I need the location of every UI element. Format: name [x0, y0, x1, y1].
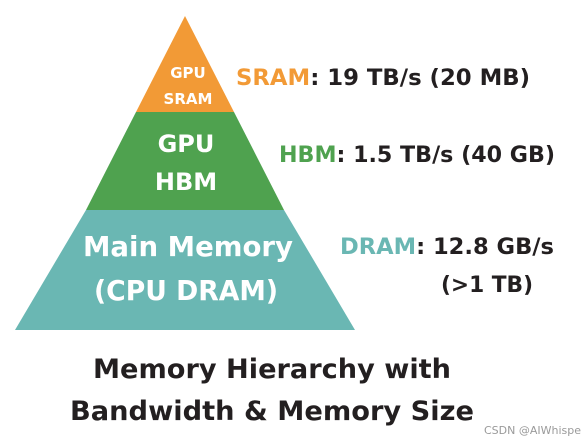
tier-dram-shape — [15, 210, 355, 330]
spec-hbm-values: : 1.5 TB/s (40 GB) — [337, 143, 555, 168]
watermark: CSDN @AIWhispers — [484, 424, 581, 437]
tier-dram-label-line1: Main Memory — [83, 230, 293, 263]
tier-sram-label-line2: SRAM — [164, 90, 213, 108]
tier-hbm-shape — [86, 112, 284, 210]
tier-sram-label-line1: GPU — [170, 64, 206, 82]
specs: SRAM: 19 TB/s (20 MB) HBM: 1.5 TB/s (40 … — [236, 66, 555, 298]
spec-sram-name: SRAM — [236, 66, 310, 91]
pyramid: GPU SRAM GPU HBM Main Memory (CPU DRAM) — [15, 16, 355, 330]
tier-dram-label-line2: (CPU DRAM) — [94, 274, 278, 307]
caption-line2: Bandwidth & Memory Size — [70, 396, 474, 427]
spec-dram-size: (>1 TB) — [441, 273, 533, 298]
spec-hbm: HBM: 1.5 TB/s (40 GB) — [279, 143, 555, 168]
tier-hbm-label-line2: HBM — [155, 168, 217, 196]
spec-dram: DRAM: 12.8 GB/s — [340, 235, 554, 260]
spec-hbm-name: HBM — [279, 143, 337, 168]
caption-line1: Memory Hierarchy with — [93, 354, 451, 385]
spec-dram-values: : 12.8 GB/s — [416, 235, 554, 260]
spec-sram-values: : 19 TB/s (20 MB) — [310, 66, 530, 91]
tier-sram-shape — [136, 16, 234, 112]
tier-hbm-label-line1: GPU — [158, 130, 215, 158]
spec-dram-name: DRAM — [340, 235, 416, 260]
spec-sram: SRAM: 19 TB/s (20 MB) — [236, 66, 530, 91]
